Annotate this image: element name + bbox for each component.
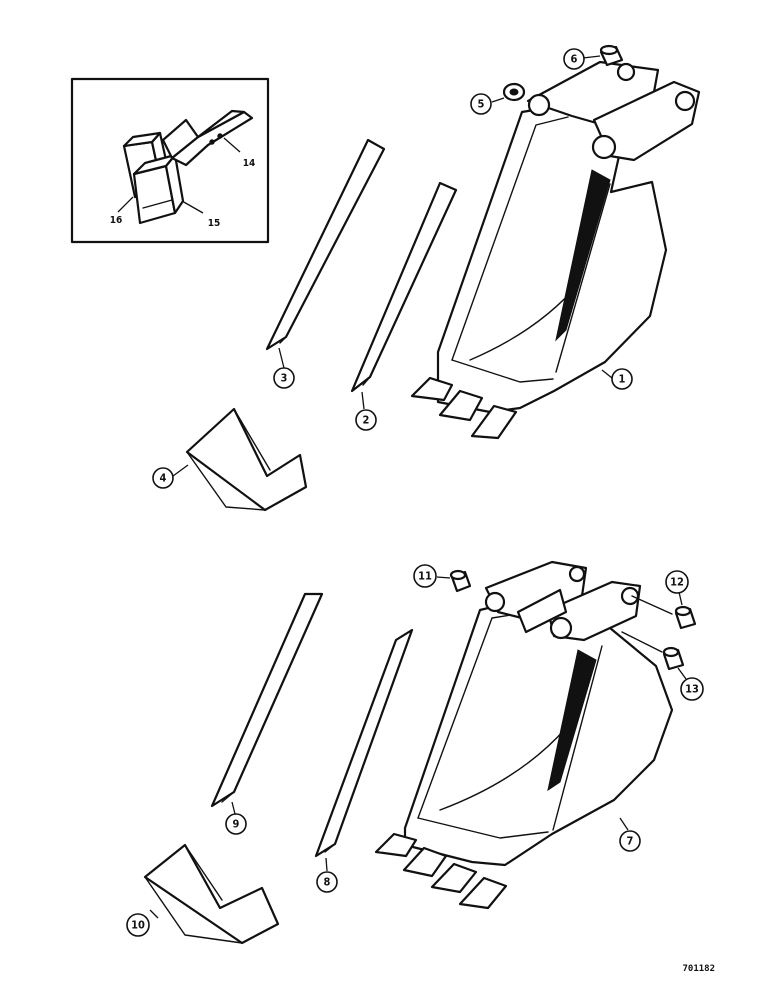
- leader-8: [325, 857, 328, 872]
- bushing-13: [662, 646, 685, 671]
- leader-11: [436, 576, 451, 579]
- bushing-6: [599, 44, 624, 67]
- inset-frame: [70, 77, 270, 244]
- leader-10: [149, 909, 159, 919]
- leader-14: [223, 137, 241, 153]
- callout-2: 2: [355, 409, 377, 431]
- svg-text:2: 2: [363, 414, 370, 427]
- side-cutter-9: [210, 592, 324, 808]
- svg-text:3: 3: [281, 372, 288, 385]
- drawing-reference-number: 701182: [682, 964, 715, 974]
- callout-6: 6: [563, 48, 585, 70]
- leader-12: [678, 591, 683, 606]
- label-14: 14: [243, 158, 256, 169]
- callout-4: 4: [152, 467, 174, 489]
- inset-tooth-15: [132, 153, 185, 225]
- callout-1: 1: [611, 368, 633, 390]
- leader-7: [619, 817, 629, 831]
- inset-tooth-14: [161, 109, 254, 167]
- callout-11: 11: [413, 564, 437, 588]
- bucket-1: [410, 60, 701, 440]
- side-cutter-2: [350, 181, 458, 393]
- leader-2: [361, 391, 365, 410]
- callout-12: 12: [665, 570, 689, 594]
- callout-8: 8: [316, 871, 338, 893]
- side-cutter-8: [314, 628, 414, 858]
- inset-box: 14 15 16: [70, 77, 270, 244]
- side-cutter-3: [265, 138, 386, 351]
- svg-text:6: 6: [571, 53, 578, 66]
- callout-3: 3: [273, 367, 295, 389]
- bucket-guard-10: [143, 843, 280, 945]
- leader-5: [491, 97, 505, 103]
- label-15: 15: [208, 218, 221, 229]
- leader-4: [172, 464, 189, 477]
- leader-9: [231, 801, 236, 815]
- svg-text:1: 1: [619, 373, 626, 386]
- callout-7: 7: [619, 830, 641, 852]
- callout-5: 5: [470, 93, 492, 115]
- leader-13: [677, 667, 687, 680]
- svg-text:7: 7: [627, 835, 634, 848]
- bushing-11: [449, 569, 472, 593]
- leader-3: [278, 347, 285, 369]
- svg-text:11: 11: [418, 570, 432, 583]
- leader-1: [601, 369, 613, 379]
- leader-16: [117, 196, 134, 213]
- svg-text:12: 12: [670, 576, 684, 589]
- callout-13: 13: [680, 677, 704, 701]
- bushing-12: [674, 605, 697, 630]
- svg-text:9: 9: [233, 818, 240, 831]
- svg-text:5: 5: [478, 98, 485, 111]
- callout-10: 10: [126, 913, 150, 937]
- label-16: 16: [110, 215, 123, 226]
- bucket-guard-4: [185, 407, 308, 512]
- svg-text:10: 10: [131, 919, 145, 932]
- svg-text:13: 13: [685, 683, 699, 696]
- svg-text:4: 4: [160, 472, 167, 485]
- callout-9: 9: [225, 813, 247, 835]
- bucket-7: [374, 560, 674, 910]
- svg-text:8: 8: [324, 876, 331, 889]
- pin-axis-13: [621, 631, 663, 653]
- leader-15: [181, 200, 204, 214]
- pin-axis-12: [631, 595, 673, 615]
- bushing-5: [502, 82, 526, 102]
- leader-6: [582, 55, 601, 59]
